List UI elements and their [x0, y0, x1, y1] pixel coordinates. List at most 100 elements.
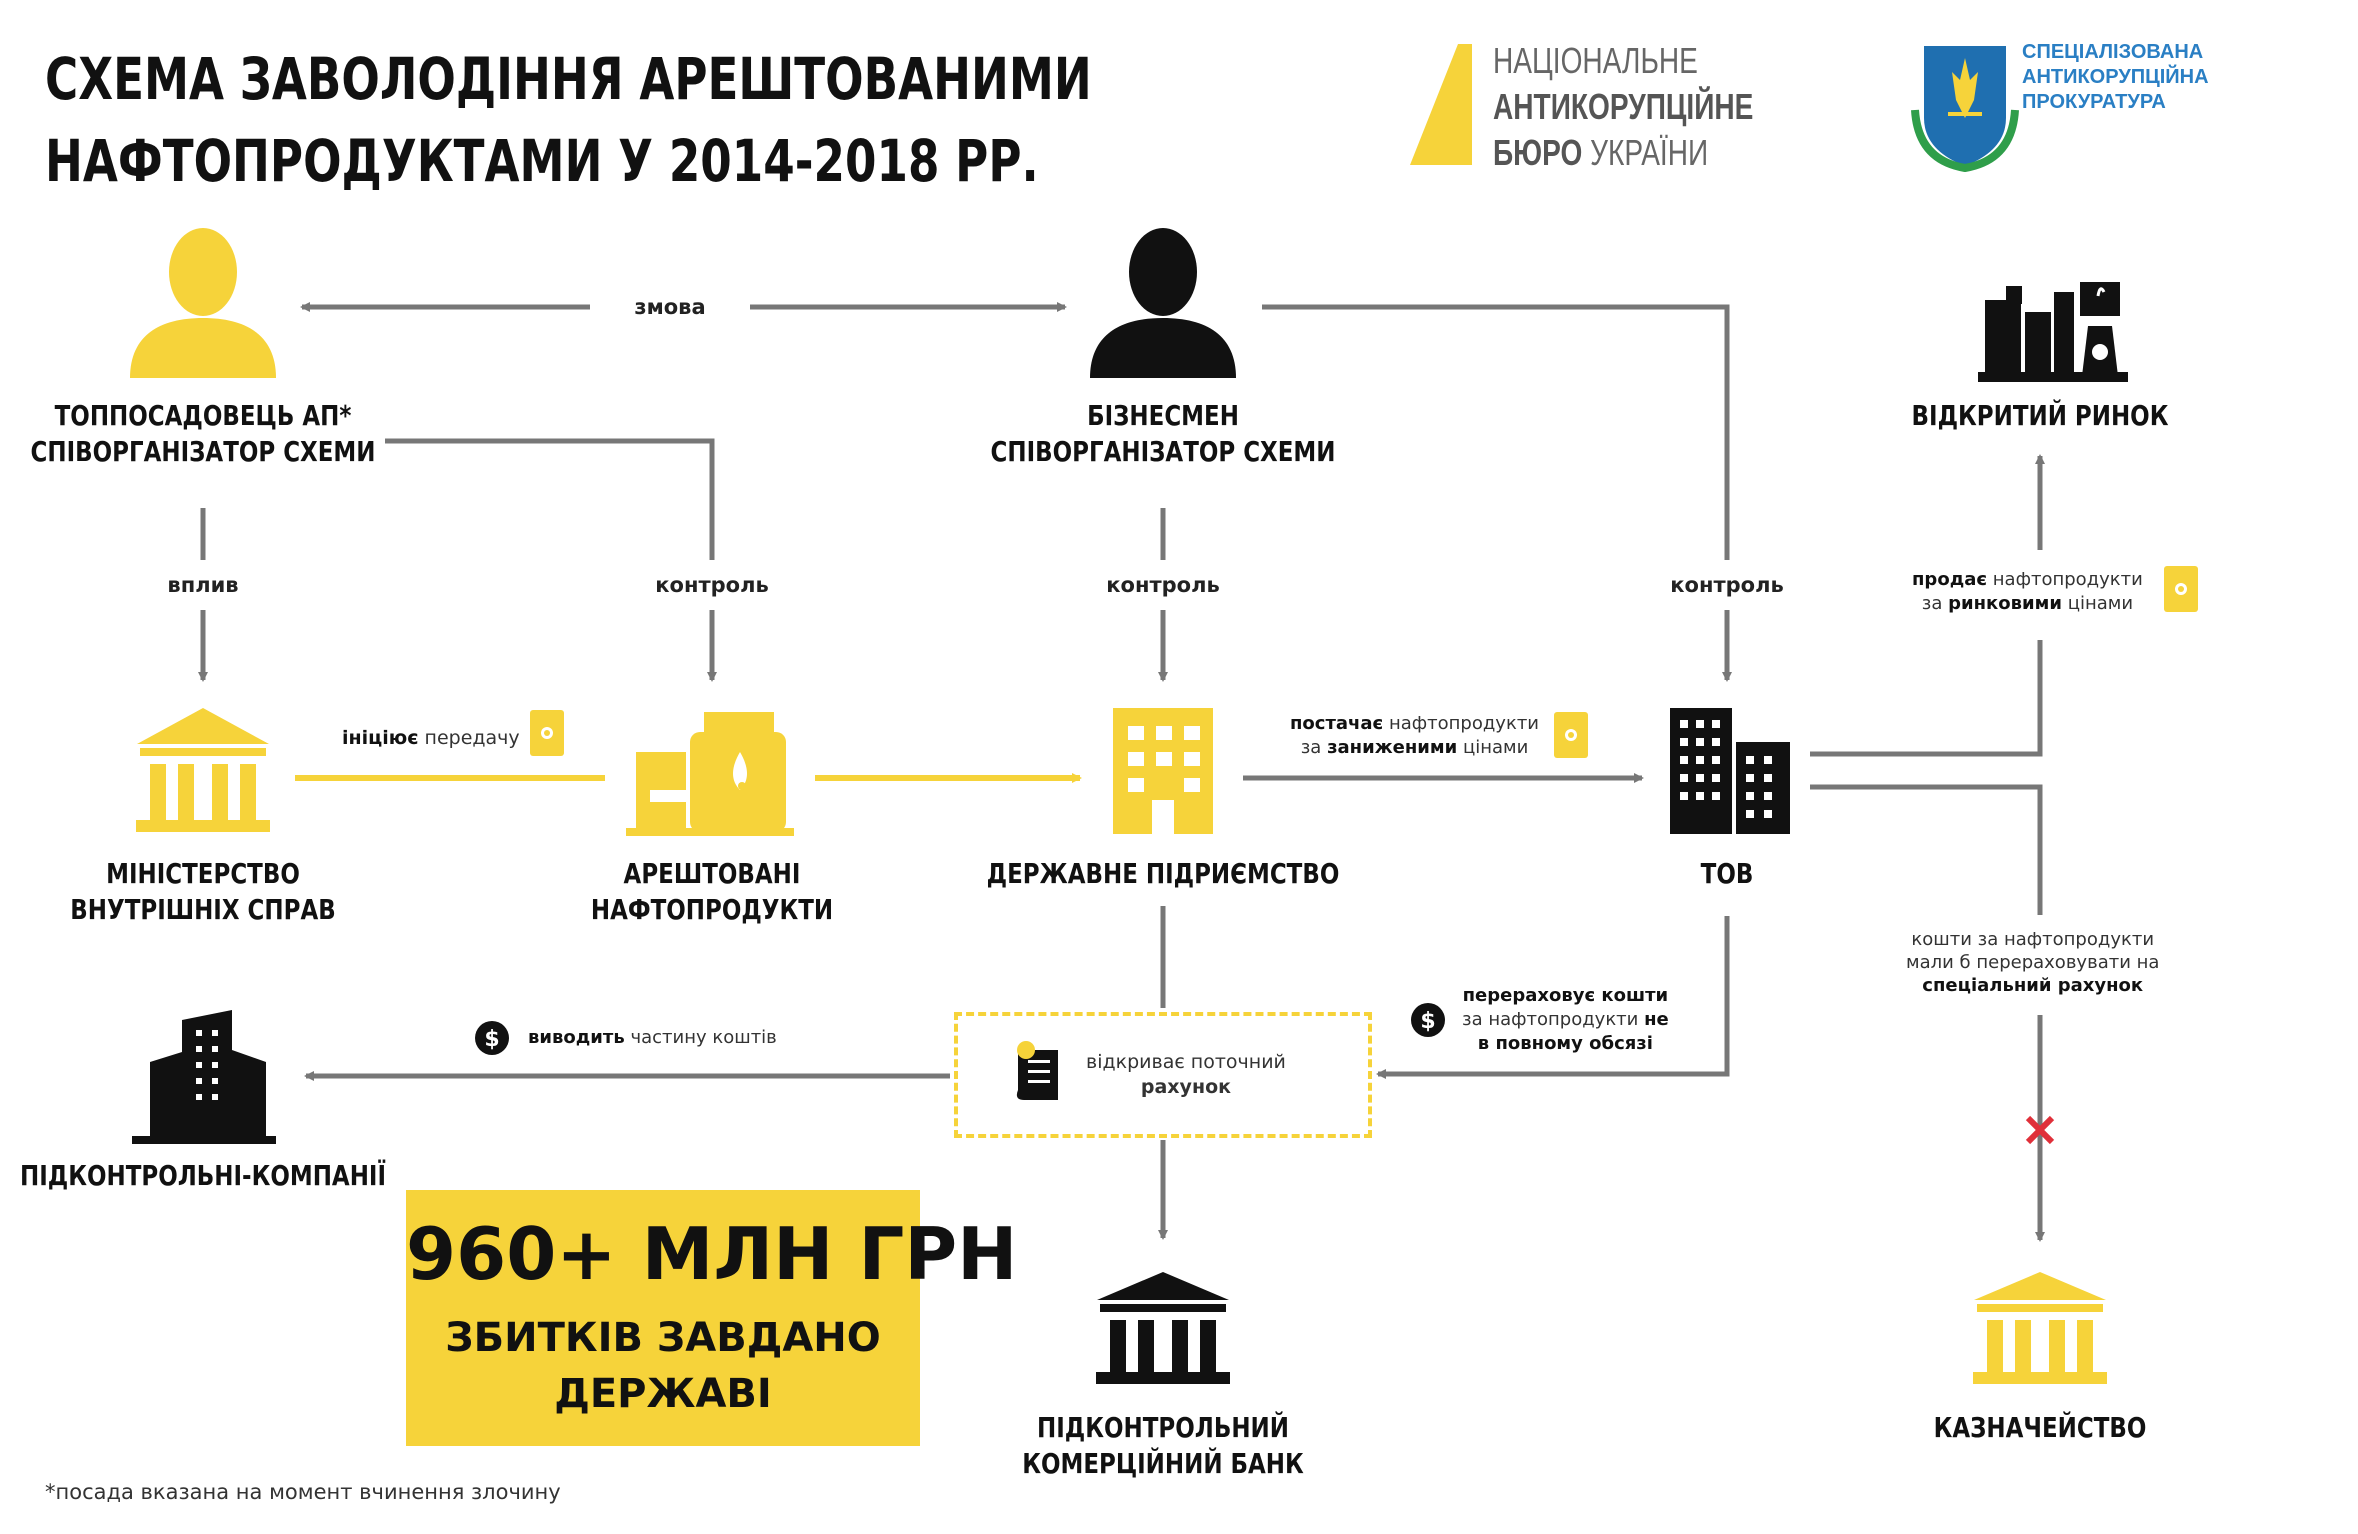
- treasury-line-1: КАЗНАЧЕЙСТВО: [1933, 1411, 2147, 1444]
- transfers-line-1: перераховує кошти: [1462, 984, 1669, 1008]
- footnote: *посада вказана на момент вчинення злочи…: [45, 1480, 561, 1504]
- open-market-line-1: ВІДКРИТИЙ РИНОК: [1911, 399, 2169, 432]
- supplies-line-1: постачає нафтопродукти: [1290, 712, 1539, 736]
- current-account-text: відкриває поточний рахунок: [1086, 1050, 1286, 1100]
- withdraws-rest: частину коштів: [624, 1027, 777, 1048]
- treasury-building-icon: [1973, 1272, 2107, 1384]
- edge-label-supplies: постачає нафтопродукти за заниженими цін…: [1290, 712, 1539, 760]
- oil-barrel-icon: [530, 710, 564, 756]
- ministry-line-1: МІНІСТЕРСТВО: [106, 857, 300, 890]
- transfers-bold-3: в повному обсязі: [1477, 1033, 1653, 1054]
- opens-line-1: відкриває поточний: [1086, 1051, 1286, 1073]
- sap-line-3: ПРОКУРАТУРА: [2022, 91, 2166, 113]
- seized-oil-line-2: НАФТОПРОДУКТИ: [590, 893, 834, 926]
- factory-icon: [1978, 282, 2128, 382]
- page-title: СХЕМА ЗАВОЛОДІННЯ АРЕШТОВАНИМИ НАФТОПРОД…: [45, 38, 1092, 202]
- sells-line-1: продає нафтопродукти: [1912, 568, 2143, 592]
- seized-oil-line-1: АРЕШТОВАНІ: [623, 857, 801, 890]
- opens-line-2: рахунок: [1086, 1075, 1286, 1100]
- nabu-logo-mark: [1410, 44, 1472, 165]
- sells-bold-2: ринковими: [1948, 593, 2062, 614]
- nabu-line-3-bold: БЮРО: [1493, 132, 1583, 173]
- edge-label-transfers: перераховує кошти за нафтопродукти не в …: [1462, 984, 1669, 1056]
- title-line-2: НАФТОПРОДУКТАМИ У 2014-2018 РР.: [45, 127, 1039, 195]
- damage-line-1: ЗБИТКІВ ЗАВДАНО: [445, 1315, 881, 1361]
- node-businessman-label: БІЗНЕСМЕН СПІВОРГАНІЗАТОР СХЕМИ: [953, 398, 1374, 470]
- node-open-market-label: ВІДКРИТИЙ РИНОК: [1883, 398, 2196, 434]
- should-transfer-line-1: кошти за нафтопродукти: [1911, 929, 2155, 950]
- edge-label-withdraws: виводить частину коштів: [528, 1026, 777, 1050]
- svg-text:$: $: [1420, 1009, 1435, 1034]
- state-enterprise-building-icon: [1113, 708, 1213, 834]
- node-seized-oil-label: АРЕШТОВАНІ НАФТОПРОДУКТИ: [564, 856, 859, 928]
- sells-rest-2: цінами: [2061, 593, 2134, 614]
- oil-barrel-icon: [1554, 712, 1588, 758]
- blocked-cross-icon: [2025, 1115, 2055, 1145]
- oil-tank-icon: [626, 712, 794, 836]
- node-controlled-companies-label: ПІДКОНТРОЛЬНІ-КОМПАНІЇ: [0, 1158, 426, 1194]
- node-ministry-label: МІНІСТЕРСТВО ВНУТРІШНІХ СПРАВ: [41, 856, 365, 928]
- damage-box: 960+ МЛН ГРН ЗБИТКІВ ЗАВДАНО ДЕРЖАВІ: [406, 1190, 1018, 1446]
- sap-line-2: АНТИКОРУПЦІЙНА: [2022, 66, 2209, 88]
- official-line-1: ТОППОСАДОВЕЦЬ АП*: [54, 399, 352, 432]
- sap-logo-text: СПЕЦІАЛІЗОВАНА АНТИКОРУПЦІЙНА ПРОКУРАТУР…: [2022, 40, 2209, 115]
- ministry-building-icon: [136, 708, 270, 832]
- opens-bold: рахунок: [1140, 1076, 1232, 1098]
- damage-amount: 960+ МЛН ГРН: [406, 1212, 1018, 1296]
- businessman-line-2: СПІВОРГАНІЗАТОР СХЕМИ: [990, 435, 1336, 468]
- bank-line-2: КОМЕРЦІЙНИЙ БАНК: [1022, 1447, 1304, 1480]
- official-person-icon: [130, 228, 276, 378]
- node-official-label: ТОППОСАДОВЕЦЬ АП* СПІВОРГАНІЗАТОР СХЕМИ: [0, 398, 413, 470]
- node-bank-label: ПІДКОНТРОЛЬНИЙ КОМЕРЦІЙНИЙ БАНК: [991, 1410, 1334, 1482]
- nabu-line-1: НАЦІОНАЛЬНЕ: [1493, 40, 1698, 81]
- dollar-coin-icon: $: [475, 1021, 509, 1055]
- sells-pre: за: [1921, 593, 1949, 614]
- svg-text:$: $: [484, 1027, 499, 1052]
- edge-label-initiates: ініціює передачу: [342, 726, 520, 750]
- bank-building-icon: [1096, 1272, 1230, 1384]
- sells-rest: нафтопродукти: [1987, 569, 2143, 590]
- should-transfer-line-3: спеціальний рахунок: [1906, 974, 2159, 997]
- current-account-box: відкриває поточний рахунок: [954, 1012, 1372, 1138]
- transfers-line-2: за нафтопродукти не: [1462, 1008, 1669, 1032]
- edge-label-control-2: контроль: [1098, 572, 1228, 598]
- initiates-rest: передачу: [418, 727, 520, 749]
- nabu-line-3-rest: УКРАЇНИ: [1582, 132, 1709, 173]
- nabu-line-3: БЮРО УКРАЇНИ: [1493, 130, 1753, 176]
- edge-label-influence: вплив: [159, 572, 247, 598]
- withdraws-bold: виводить: [528, 1027, 625, 1048]
- edge-tov-account: [1376, 916, 1730, 1079]
- ministry-line-2: ВНУТРІШНІХ СПРАВ: [70, 893, 336, 926]
- damage-line-2: ДЕРЖАВІ: [554, 1371, 772, 1417]
- supplies-bold-2: заниженими: [1327, 737, 1458, 758]
- supplies-bold: постачає: [1290, 713, 1384, 734]
- node-state-enterprise-label: ДЕРЖАВНЕ ПІДРИЄМСТВО: [948, 856, 1378, 892]
- edge-label-sells: продає нафтопродукти за ринковими цінами: [1912, 568, 2143, 616]
- transfers-bold: перераховує кошти: [1462, 985, 1669, 1006]
- transfers-pre: за нафтопродукти: [1462, 1009, 1645, 1030]
- dollar-coin-icon: $: [1411, 1003, 1445, 1037]
- initiates-bold: ініціює: [342, 727, 419, 749]
- state-enterprise-line-1: ДЕРЖАВНЕ ПІДРИЄМСТВО: [986, 857, 1340, 890]
- official-line-2: СПІВОРГАНІЗАТОР СХЕМИ: [30, 435, 376, 468]
- edge-label-control-3: контроль: [1662, 572, 1792, 598]
- nabu-line-2: АНТИКОРУПЦІЙНЕ: [1493, 86, 1754, 127]
- transfers-line-3: в повному обсязі: [1462, 1032, 1669, 1056]
- sells-line-2: за ринковими цінами: [1912, 592, 2143, 616]
- businessman-line-1: БІЗНЕСМЕН: [1087, 399, 1239, 432]
- should-transfer-bold: спеціальний рахунок: [1922, 975, 2144, 996]
- node-treasury-label: КАЗНАЧЕЙСТВО: [1910, 1410, 2170, 1446]
- edge-businessman-tov: [1262, 304, 1732, 682]
- controlled-companies-icon: [132, 1010, 276, 1144]
- edge-tov-treasury: [1810, 784, 2045, 1242]
- sap-line-1: СПЕЦІАЛІЗОВАНА: [2022, 41, 2204, 63]
- damage-description: ЗБИТКІВ ЗАВДАНО ДЕРЖАВІ: [406, 1310, 920, 1422]
- tov-buildings-icon: [1670, 708, 1790, 834]
- oil-barrel-icon: [2164, 566, 2198, 612]
- should-transfer-line-2: мали б перераховувати на: [1906, 952, 2160, 973]
- transfers-bold-2: не: [1644, 1009, 1669, 1030]
- supplies-pre: за: [1300, 737, 1328, 758]
- supplies-rest-2: цінами: [1457, 737, 1529, 758]
- edge-label-control-1: контроль: [647, 572, 777, 598]
